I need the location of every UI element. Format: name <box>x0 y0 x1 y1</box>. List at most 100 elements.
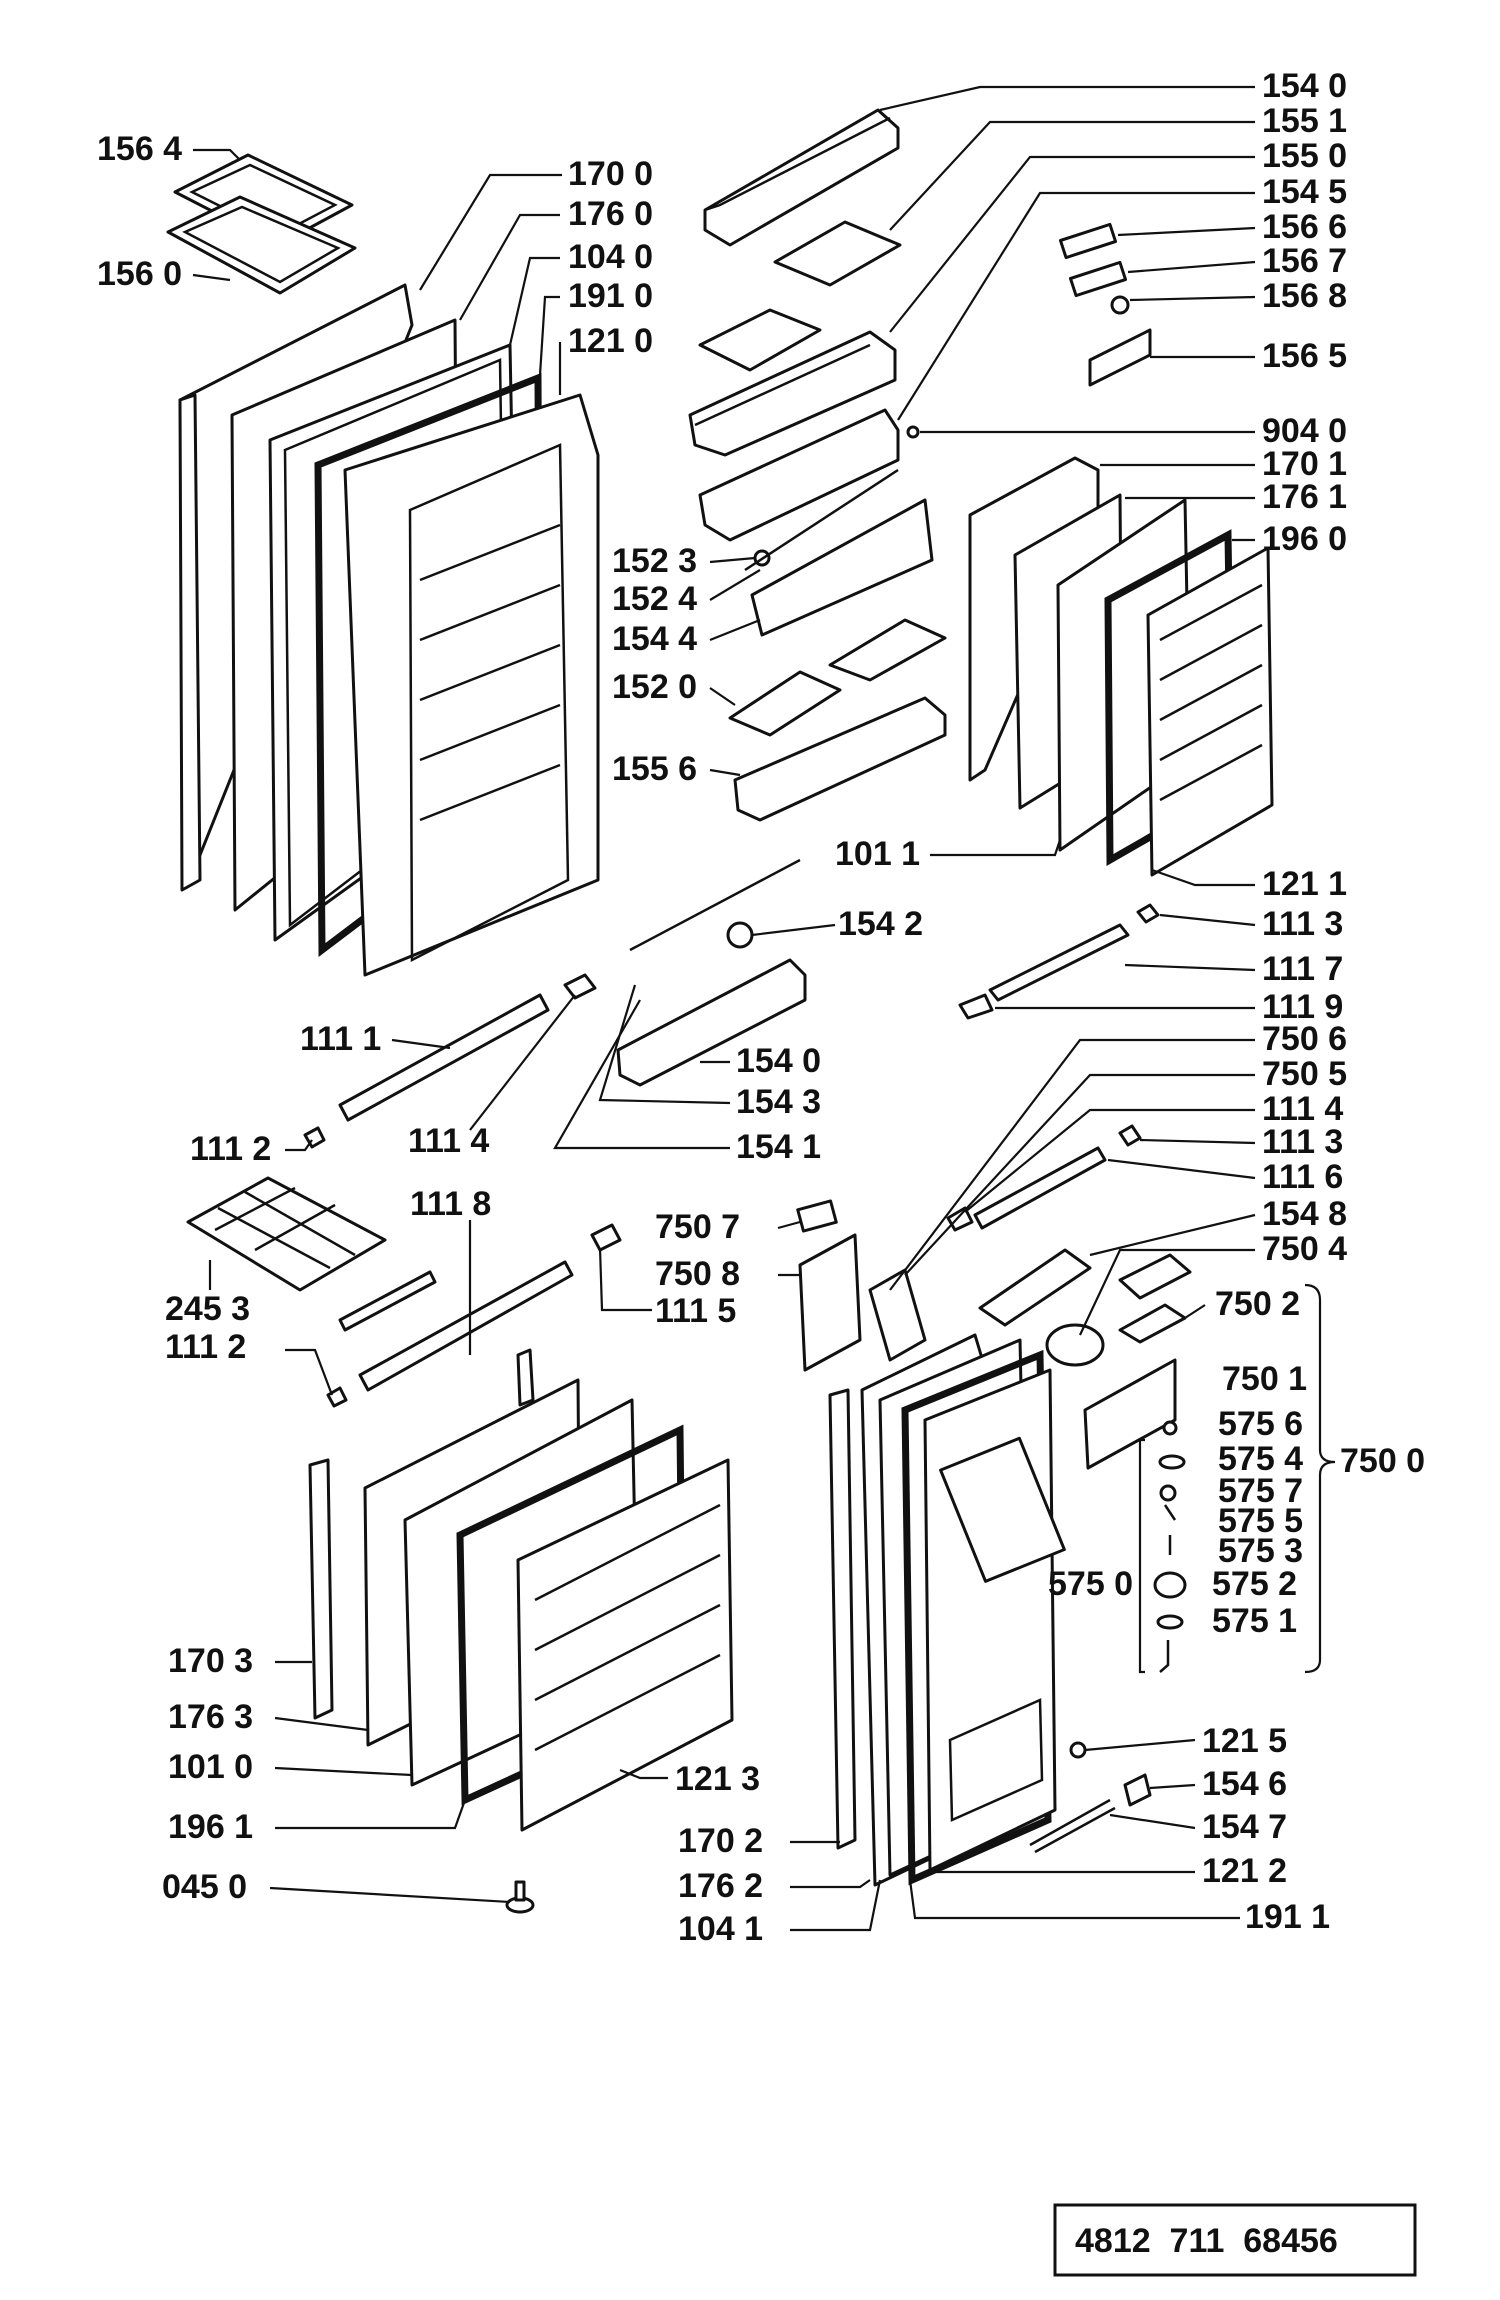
label-1546: 154 6 <box>1202 1765 1287 1803</box>
label-1115: 111 5 <box>655 1292 736 1330</box>
clip-1119 <box>958 993 994 1020</box>
label-1761: 176 1 <box>1262 478 1347 516</box>
rail-1111 <box>338 993 550 1122</box>
rail-1118 <box>358 1260 574 1392</box>
label-1551: 155 1 <box>1262 102 1347 140</box>
liner-shelf-2 <box>419 583 561 642</box>
egg-tray-1551 <box>773 220 902 287</box>
leader-1546 <box>1149 1783 1196 1790</box>
leader-1548 <box>1089 1213 1256 1257</box>
part-labels: 156 4 156 0 170 0 176 0 104 0 191 0 121 … <box>97 67 1425 1948</box>
label-5755: 575 5 <box>1218 1502 1303 1540</box>
hinge-1546 <box>1123 1773 1152 1807</box>
liner-shelf-5 <box>419 763 561 822</box>
leader-1041 <box>790 1879 882 1932</box>
label-1523: 152 3 <box>612 542 697 580</box>
upper-left-door-assembly <box>166 153 600 977</box>
bottle-rack-1540-top <box>703 108 900 247</box>
document-number-frame <box>1053 2203 1417 2277</box>
lower-right-door-assembly <box>828 1333 1152 1887</box>
label-1544: 154 4 <box>612 620 697 658</box>
label-1700: 170 0 <box>568 155 653 193</box>
label-1703: 170 3 <box>168 1642 253 1680</box>
liner-1211-rib-2 <box>1159 623 1263 682</box>
label-1910: 191 0 <box>568 277 653 315</box>
door-strip-1703-top <box>516 1348 535 1407</box>
leader-1011 <box>930 839 1062 857</box>
leader-1040 <box>508 256 560 346</box>
leader-1556 <box>709 768 741 777</box>
liner-shelf-1 <box>419 523 561 582</box>
clip-1542 <box>726 921 754 949</box>
frame-7508 <box>798 1233 862 1372</box>
label-5751: 575 1 <box>1212 1602 1297 1640</box>
rail-1116 <box>973 1146 1107 1230</box>
label-1212: 121 2 <box>1202 1852 1287 1890</box>
label-7500: 750 0 <box>1340 1442 1425 1480</box>
label-1545: 154 5 <box>1262 173 1347 211</box>
leader-1543 <box>598 984 731 1105</box>
label-1760: 176 0 <box>568 195 653 233</box>
label-7502: 750 2 <box>1215 1285 1300 1323</box>
label-1011: 101 1 <box>835 835 920 873</box>
leader-1568 <box>1129 295 1256 302</box>
label-1040: 104 0 <box>568 238 653 276</box>
rod-1541 <box>629 858 801 952</box>
part-5752 <box>1153 1571 1187 1599</box>
egg-tray-1550 <box>698 308 822 372</box>
leader-7502 <box>1184 1304 1206 1319</box>
leader-1540a <box>879 85 1255 112</box>
label-1548: 154 8 <box>1262 1195 1347 1233</box>
hinge-part-1567 <box>1068 260 1128 298</box>
label-1010: 101 0 <box>168 1748 253 1786</box>
label-1540a: 154 0 <box>1262 67 1347 105</box>
label-1524: 152 4 <box>612 580 697 618</box>
door-strip-1700-side <box>178 393 202 892</box>
component-group-750 <box>796 1199 1336 1674</box>
leader-1523 <box>709 556 756 564</box>
leader-1541 <box>553 999 730 1150</box>
shelf-frame-inner <box>182 205 341 284</box>
lens-7502 <box>1118 1303 1187 1344</box>
label-1960: 196 0 <box>1262 520 1347 558</box>
door-strip-1702 <box>828 1388 857 1850</box>
hinge-1547-b <box>1034 1806 1116 1854</box>
part-5750-stem <box>1159 1640 1170 1673</box>
label-1541: 154 1 <box>736 1128 821 1166</box>
bulb-holder-7505 <box>1045 1323 1105 1367</box>
door-balcony-lower <box>698 408 900 542</box>
liner-shelf-3 <box>419 643 561 702</box>
leader-1700 <box>419 173 562 291</box>
liner-1213-rib-1 <box>534 1503 721 1602</box>
leader-1112a <box>285 1139 313 1152</box>
cover-7504 <box>1118 1253 1192 1300</box>
label-1911: 191 1 <box>1245 1898 1330 1936</box>
label-9040: 904 0 <box>1262 412 1347 450</box>
liner-1212-compartment <box>939 1436 1066 1583</box>
leader-1215 <box>1084 1738 1196 1752</box>
leader-1762 <box>790 1879 871 1889</box>
leader-1114a <box>469 994 576 1131</box>
leader-1213 <box>619 1768 668 1780</box>
small-tray-1520a <box>728 670 842 737</box>
leader-1547 <box>1109 1813 1196 1830</box>
housing-7506 <box>868 1268 927 1362</box>
label-5757: 575 7 <box>1218 1472 1303 1510</box>
label-2453: 245 3 <box>165 1290 250 1328</box>
part-5754 <box>1158 1454 1186 1470</box>
label-1114b: 111 4 <box>1262 1090 1343 1128</box>
clip-1115 <box>590 1223 622 1252</box>
brace-5750 <box>1138 1438 1145 1674</box>
label-1543: 154 3 <box>736 1083 821 1121</box>
liner-1213-rib-4 <box>534 1653 721 1752</box>
leader-1113b <box>1139 1138 1256 1145</box>
label-1211: 121 1 <box>1262 865 1347 903</box>
label-1119: 111 9 <box>1262 988 1343 1026</box>
leader-1763 <box>274 1716 369 1732</box>
leader-1911 <box>908 1879 1240 1920</box>
leader-1115 <box>598 1247 652 1312</box>
label-5750: 575 0 <box>1048 1565 1133 1603</box>
leader-7507 <box>777 1220 801 1230</box>
label-7501: 750 1 <box>1222 1360 1307 1398</box>
